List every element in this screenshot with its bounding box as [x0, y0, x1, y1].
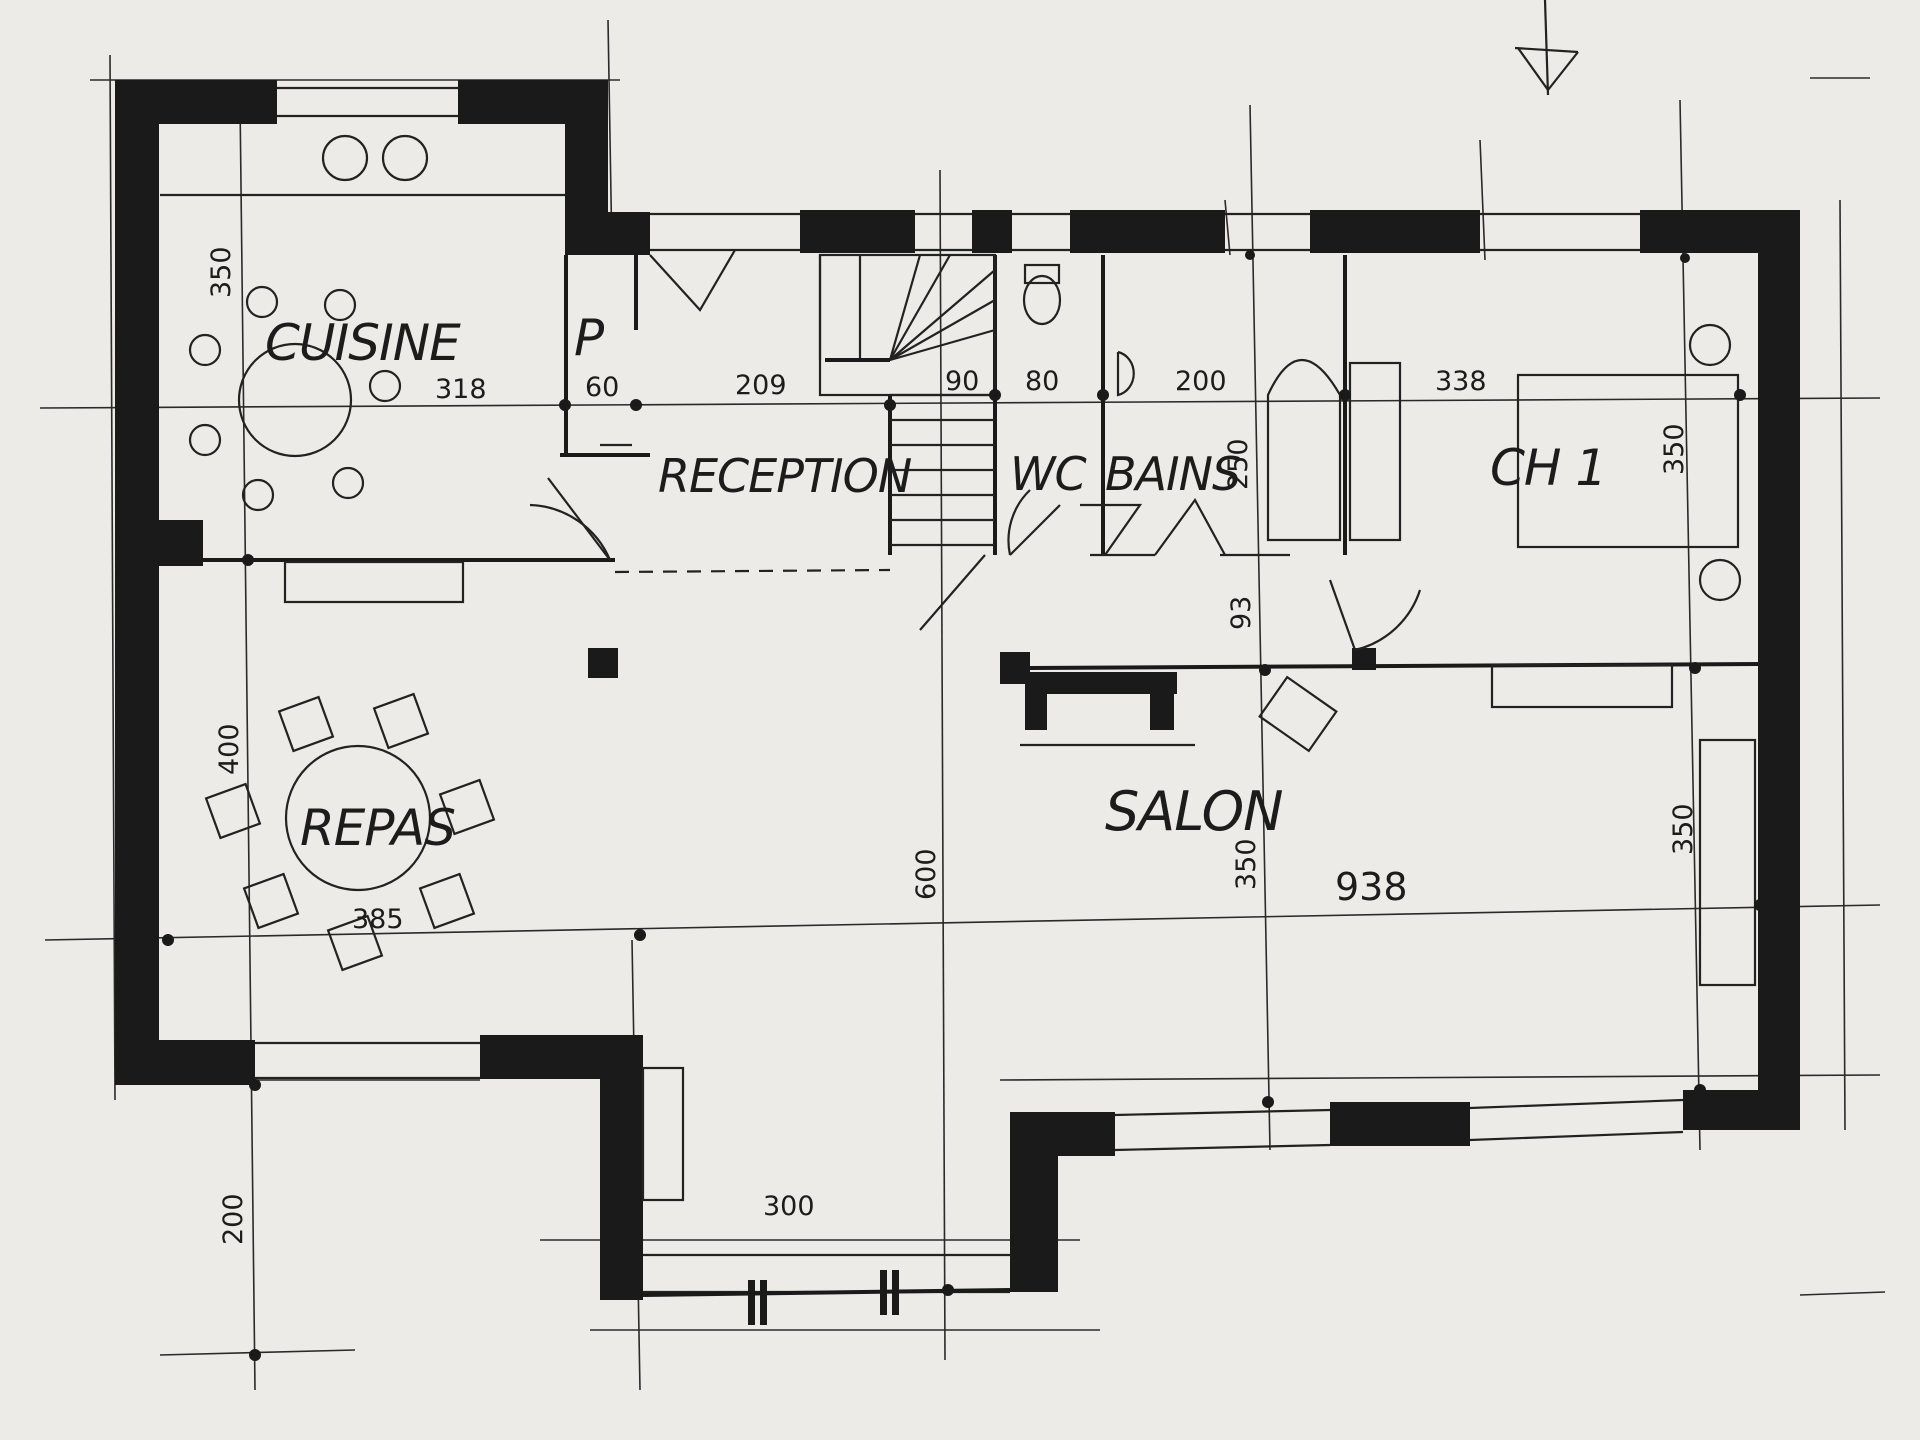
axis-lines	[39, 19, 1886, 1391]
dimension-dots	[162, 110, 1766, 1361]
room-label-wc: WC	[1010, 447, 1086, 501]
dim-wc-width: 80	[1025, 366, 1059, 397]
dim-bedroom-width: 338	[1435, 366, 1487, 397]
exterior-walls	[115, 80, 1800, 1300]
dim-pantry-width: 60	[585, 372, 619, 403]
dim-bath-width: 200	[1175, 366, 1227, 397]
room-label-dining: REPAS	[300, 799, 455, 857]
room-labels: CUISINE P RECEPTION WC BAINS CH 1 REPAS …	[265, 309, 1607, 857]
dim-stair-width: 90	[945, 366, 979, 397]
dim-salon-depth-right: 350	[1668, 803, 1699, 855]
room-label-reception: RECEPTION	[658, 449, 912, 503]
dim-kitchen-depth: 350	[206, 246, 237, 298]
dim-salon-width: 938	[1335, 865, 1408, 909]
room-label-bath: BAINS	[1105, 447, 1240, 501]
dim-dining-width: 385	[352, 904, 404, 935]
room-label-bedroom: CH 1	[1490, 439, 1606, 497]
room-label-living: SALON	[1105, 780, 1283, 843]
north-arrow-icon	[1514, 0, 1579, 96]
dim-kitchen-width: 318	[435, 374, 487, 405]
dim-reception-width: 209	[735, 370, 787, 401]
room-label-pantry: P	[574, 309, 605, 367]
dim-hall-gap: 93	[1226, 596, 1257, 630]
dim-bay-width: 300	[763, 1191, 815, 1222]
doors	[529, 249, 1422, 652]
room-label-kitchen: CUISINE	[265, 314, 461, 372]
furniture	[188, 134, 1757, 1325]
dimension-labels: 350 318 60 209 90 80 200 250 338 350 93 …	[206, 246, 1699, 1245]
dim-salon-depth-left: 350	[1231, 838, 1262, 890]
staircase	[818, 253, 997, 631]
dim-dining-depth: 400	[214, 723, 245, 775]
dim-central-depth: 600	[911, 848, 942, 900]
dim-bay-depth: 200	[218, 1193, 249, 1245]
dim-bath-depth: 250	[1223, 438, 1254, 490]
dim-bedroom-depth: 350	[1659, 423, 1690, 475]
